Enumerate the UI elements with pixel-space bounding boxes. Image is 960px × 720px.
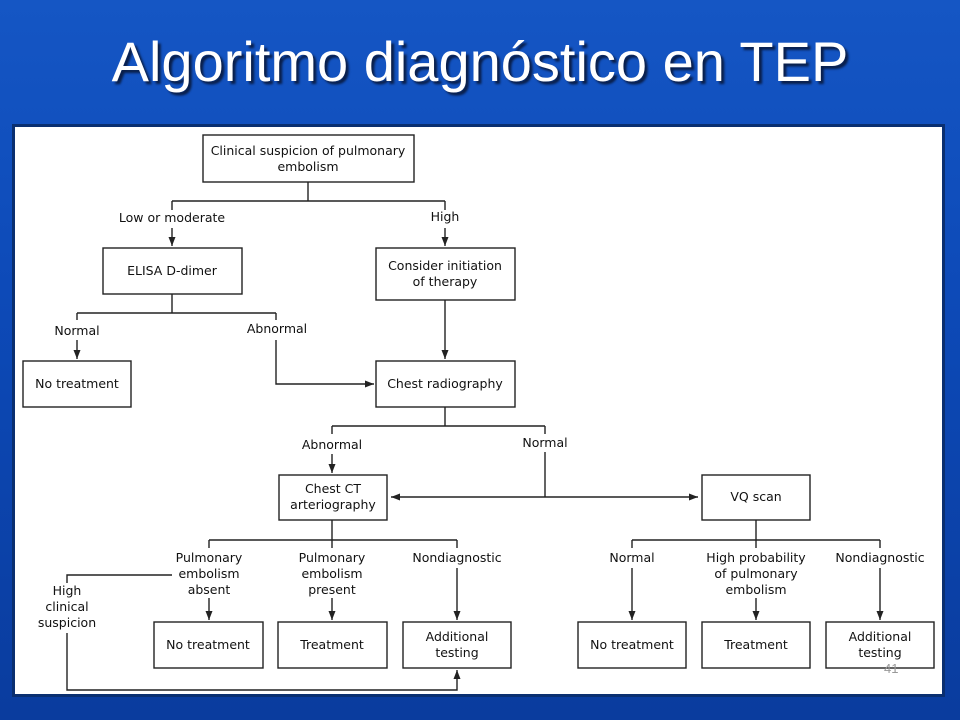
label-pe-absent-2: embolism xyxy=(178,566,239,581)
label-abnormal-1: Abnormal xyxy=(247,321,307,336)
node-no-treatment-2: No treatment xyxy=(153,621,264,669)
label-high-clinical-2: clinical xyxy=(45,599,88,614)
label-pe-present-3: present xyxy=(308,582,356,597)
label-high-clinical-1: High xyxy=(53,583,82,598)
node-consider-therapy: Consider initiation of therapy xyxy=(375,247,516,301)
node-additional-2: Additional testing xyxy=(825,621,935,669)
label-high-prob-2: of pulmonary xyxy=(714,566,798,581)
node-additional-1-line1: Additional xyxy=(426,629,489,644)
label-high: High xyxy=(431,209,460,224)
label-high-prob-1: High probability xyxy=(706,550,806,565)
node-elisa-label: ELISA D-dimer xyxy=(127,263,218,278)
node-treatment-2-label: Treatment xyxy=(723,637,788,652)
page-number: 41 xyxy=(884,661,899,676)
node-additional-1-line2: testing xyxy=(435,645,478,660)
label-pe-absent-1: Pulmonary xyxy=(176,550,243,565)
node-suspicion-line1: Clinical suspicion of pulmonary xyxy=(211,143,406,158)
node-chest-ct-line1: Chest CT xyxy=(305,481,361,496)
connectors xyxy=(66,182,884,691)
node-elisa: ELISA D-dimer xyxy=(102,247,243,295)
node-no-treatment-3-label: No treatment xyxy=(590,637,674,652)
node-treatment-1: Treatment xyxy=(277,621,388,669)
node-no-treatment-3: No treatment xyxy=(577,621,687,669)
label-pe-absent-3: absent xyxy=(188,582,231,597)
node-consider-line1: Consider initiation xyxy=(388,258,502,273)
label-nondiagnostic-1: Nondiagnostic xyxy=(412,550,501,565)
label-low-moderate: Low or moderate xyxy=(119,210,225,225)
node-no-treatment-1: No treatment xyxy=(22,360,132,408)
node-additional-2-line1: Additional xyxy=(849,629,912,644)
node-additional-2-line2: testing xyxy=(858,645,901,660)
node-chest-ct-line2: arteriography xyxy=(290,497,376,512)
node-vq-scan: VQ scan xyxy=(701,474,811,521)
node-suspicion-line2: embolism xyxy=(277,159,338,174)
node-consider-line2: of therapy xyxy=(413,274,478,289)
slide-title: Algoritmo diagnóstico en TEP xyxy=(111,30,849,93)
label-high-prob-3: embolism xyxy=(725,582,786,597)
flowchart-panel xyxy=(12,124,945,697)
node-suspicion: Clinical suspicion of pulmonary embolism xyxy=(202,134,415,183)
edge-labels: Low or moderate High Normal Abnormal Abn… xyxy=(38,209,925,630)
node-additional-1: Additional testing xyxy=(402,621,512,669)
label-pe-present-2: embolism xyxy=(301,566,362,581)
node-chest-radiography: Chest radiography xyxy=(375,360,516,408)
label-normal-3: Normal xyxy=(609,550,654,565)
node-no-treatment-1-label: No treatment xyxy=(35,376,119,391)
label-pe-present-1: Pulmonary xyxy=(299,550,366,565)
label-nondiagnostic-2: Nondiagnostic xyxy=(835,550,924,565)
label-high-clinical-3: suspicion xyxy=(38,615,96,630)
node-vq-scan-label: VQ scan xyxy=(730,489,781,504)
node-chest-ct: Chest CT arteriography xyxy=(278,474,388,521)
node-no-treatment-2-label: No treatment xyxy=(166,637,250,652)
label-abnormal-2: Abnormal xyxy=(302,437,362,452)
node-treatment-1-label: Treatment xyxy=(299,637,364,652)
label-normal-1: Normal xyxy=(54,323,99,338)
node-chest-radiography-label: Chest radiography xyxy=(387,376,503,391)
label-normal-2: Normal xyxy=(522,435,567,450)
node-treatment-2: Treatment xyxy=(701,621,811,669)
